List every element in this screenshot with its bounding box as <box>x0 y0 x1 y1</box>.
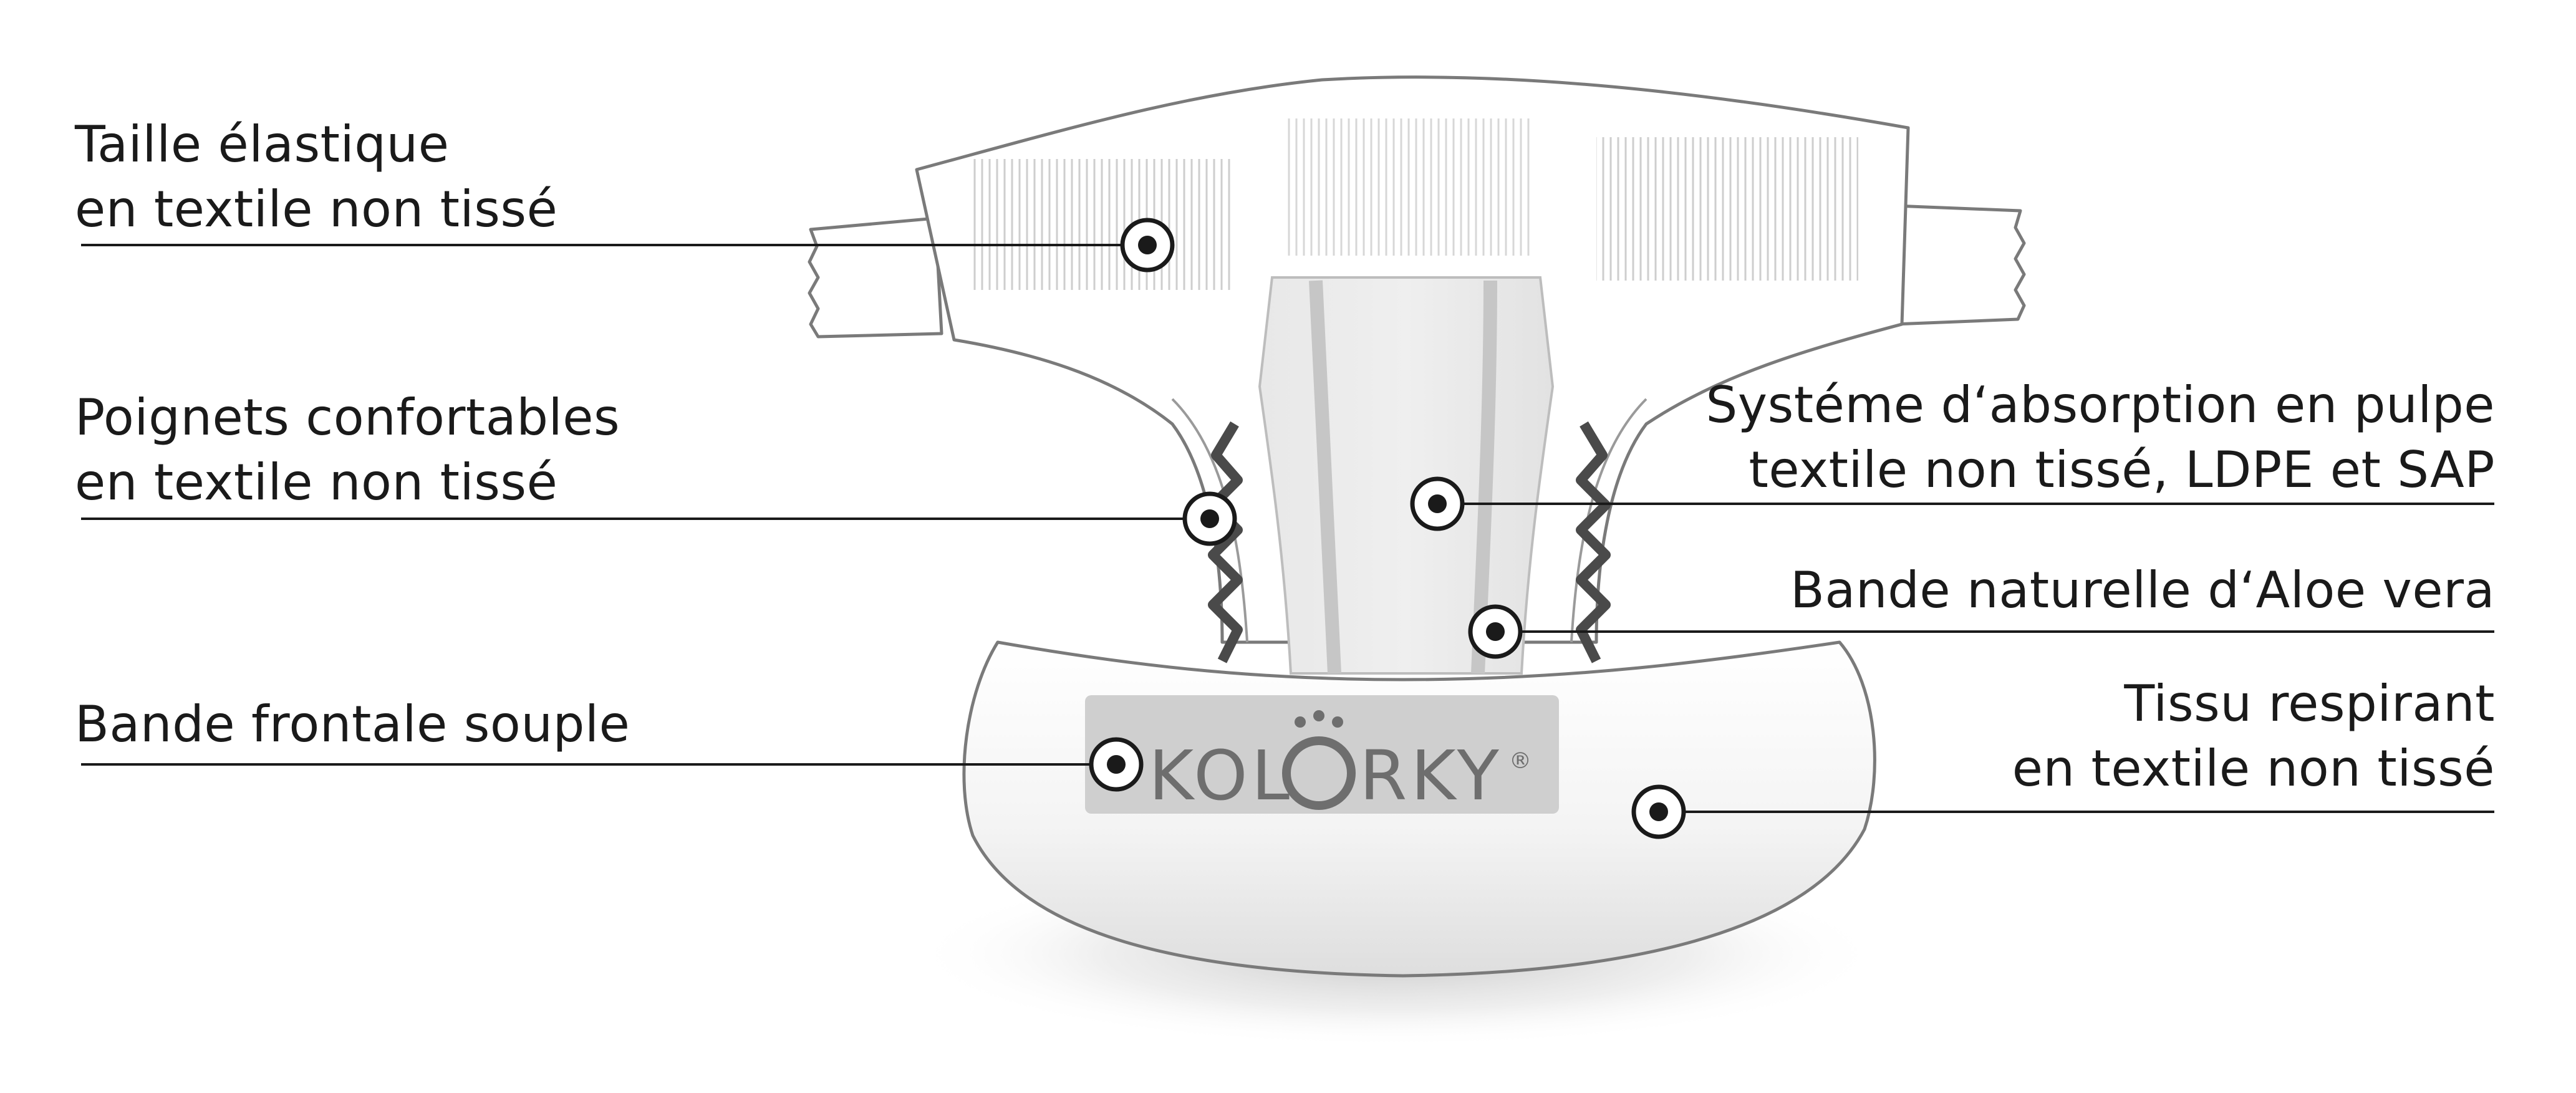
right-cuff <box>1576 421 1611 663</box>
logo-dot-2 <box>1313 710 1324 721</box>
label-cuffs-line-2: en textile non tissé <box>75 453 558 511</box>
label-absorption-line-2: textile non tissé, LDPE et SAP <box>1749 441 2495 499</box>
label-front-band: Bande frontale souple <box>75 692 630 757</box>
label-waist-line-2: en textile non tissé <box>75 180 558 238</box>
logo-dot-3 <box>1332 716 1343 728</box>
label-breathable: Tissu respirant en textile non tissé <box>2012 672 2495 801</box>
label-absorption-line-1: Systéme d‘absorption en pulpe <box>1705 376 2495 434</box>
label-front-band-line-1: Bande frontale souple <box>75 695 630 753</box>
logo-text-left: KOL <box>1149 736 1293 816</box>
marker-dot-front-band <box>1107 755 1126 774</box>
logo-band <box>1085 695 1559 814</box>
logo-o-ring <box>1282 736 1356 810</box>
marker-dot-breathable <box>1649 802 1668 821</box>
waist-ribs-center <box>1285 118 1534 256</box>
logo-dot-1 <box>1295 716 1306 728</box>
label-aloe-line-1: Bande naturelle d‘Aloe vera <box>1790 561 2495 619</box>
right-tab <box>1894 204 2026 326</box>
logo-registered: ® <box>1509 748 1532 774</box>
core-stripe-left <box>1309 280 1341 674</box>
callout-layer <box>81 218 2494 839</box>
marker-dot-absorption <box>1428 494 1447 513</box>
left-cuff <box>1208 421 1243 663</box>
logo-text-right: RKY <box>1359 736 1503 816</box>
marker-dot-aloe <box>1486 622 1505 641</box>
right-leg-contour <box>1570 398 1647 643</box>
marker-dot-cuffs <box>1200 509 1219 528</box>
label-waist-line-1: Taille élastique <box>75 115 450 173</box>
label-breathable-line-1: Tissu respirant <box>2124 675 2495 733</box>
marker-dot-waist <box>1138 236 1157 254</box>
left-tab <box>808 216 943 339</box>
label-cuffs: Poignets confortables en textile non tis… <box>75 385 620 515</box>
waist-ribs-left <box>973 159 1235 290</box>
label-waist: Taille élastique en textile non tissé <box>75 112 557 242</box>
label-breathable-line-2: en textile non tissé <box>2012 739 2495 797</box>
label-cuffs-line-1: Poignets confortables <box>75 388 620 446</box>
label-aloe: Bande naturelle d‘Aloe vera <box>1790 558 2495 623</box>
waist-ribs-right <box>1596 137 1858 281</box>
label-absorption: Systéme d‘absorption en pulpe textile no… <box>1705 373 2495 503</box>
